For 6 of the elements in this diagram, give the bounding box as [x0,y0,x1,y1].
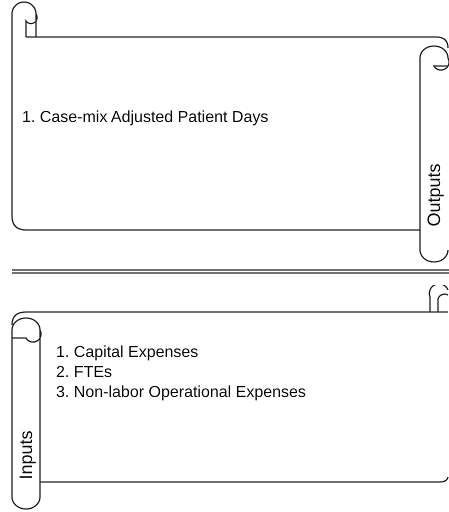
scroll-label: Inputs [15,430,37,480]
list-item: 2. FTEs [56,363,114,383]
list-item: 1. Capital Expenses [56,343,200,363]
list-item: 3. Non-labor Operational Expenses [56,383,306,403]
list-item: 1. Case-mix Adjusted Patient Days [22,108,268,128]
scroll-label: Outputs [423,163,445,227]
